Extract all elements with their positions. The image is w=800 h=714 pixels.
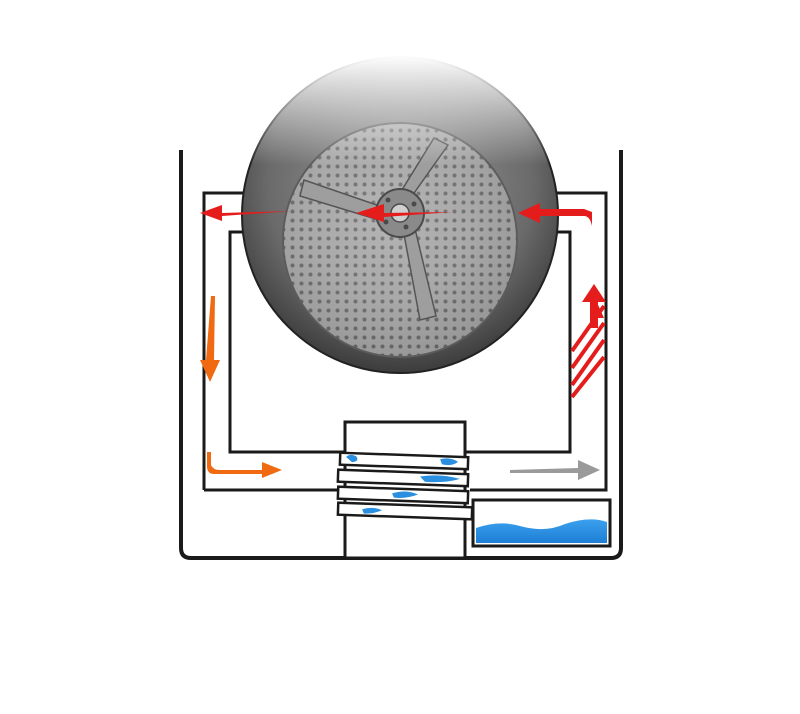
hot-air-into-drum-arrow	[518, 203, 592, 226]
cool-air-out-arrow	[510, 460, 600, 480]
warm-air-down-arrow	[200, 296, 220, 382]
hot-air-through-drum-arrow	[356, 204, 452, 222]
hot-air-out-left-arrow	[200, 205, 292, 221]
condenser-plates-icon	[336, 451, 474, 521]
warm-air-into-condenser-arrow	[207, 452, 282, 478]
water-tank-icon	[471, 498, 612, 548]
heater-coil-icon	[570, 304, 606, 399]
outer-duct	[202, 191, 608, 492]
heated-air-up-arrow	[582, 284, 606, 328]
